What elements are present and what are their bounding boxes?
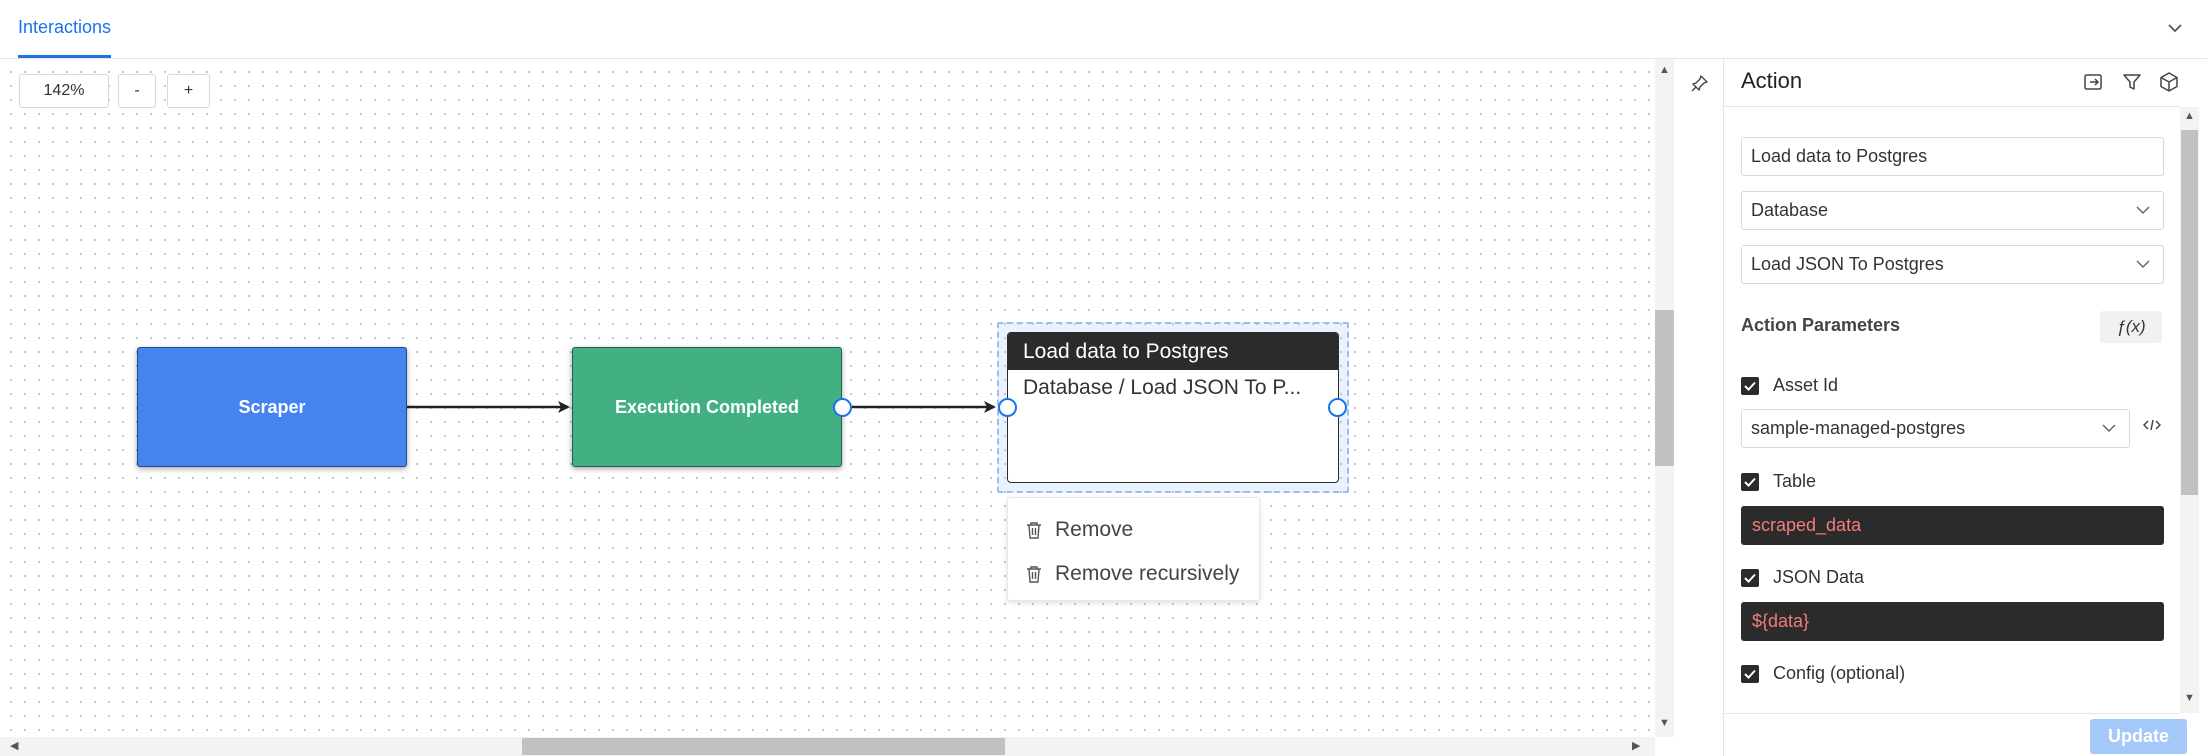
check-icon [1744,381,1756,391]
trash-icon [1027,566,1041,583]
pin-icon[interactable] [1690,73,1710,93]
json-data-checkbox[interactable] [1741,568,1759,587]
action-output-handle[interactable] [1328,398,1347,417]
check-icon [1744,573,1756,583]
panel-footer-divider [1724,713,2180,714]
check-icon [1744,669,1756,679]
asset-id-select[interactable]: sample-managed-postgres [1741,409,2130,448]
chevron-down-icon [2102,424,2116,433]
node-context-menu: Remove Remove recursively [1007,497,1260,601]
filter-icon[interactable] [2121,71,2143,93]
chevron-down-icon[interactable] [2165,18,2185,38]
action-operation-value: Load JSON To Postgres [1751,254,1944,274]
node-title: Load data to Postgres [1008,333,1338,370]
function-button[interactable]: ƒ(x) [2100,311,2162,343]
remove-recursively-menu-item[interactable]: Remove recursively [1008,552,1259,596]
action-type-value: Database [1751,200,1829,220]
panel-vertical-scroll-thumb[interactable] [2181,130,2198,495]
export-icon[interactable] [2082,71,2104,93]
table-checkbox[interactable] [1741,472,1759,491]
panel-header-divider [1724,106,2180,107]
scraper-node[interactable]: Scraper [137,347,407,467]
action-parameters-heading: Action Parameters [1741,315,1901,335]
json-data-label: JSON Data [1773,567,1865,587]
panel-gutter [1674,59,1724,756]
json-data-checkbox-row[interactable]: JSON Data [1741,567,1864,588]
remove-menu-item[interactable]: Remove [1008,508,1259,552]
node-subtitle: Database / Load JSON To P... [1023,376,1302,399]
canvas-vertical-scroll-thumb[interactable] [1655,310,1674,466]
panel-scroll-up-arrow-icon[interactable]: ▲ [2184,110,2195,122]
execution-output-handle[interactable] [833,398,852,417]
execution-completed-node[interactable]: Execution Completed [572,347,842,467]
action-input-handle[interactable] [998,398,1017,417]
chevron-down-icon [2136,260,2150,269]
config-label: Config (optional) [1773,663,1906,683]
cube-icon[interactable] [2158,71,2180,93]
remove-label: Remove [1055,518,1134,541]
table-label: Table [1773,471,1817,491]
asset-id-label: Asset Id [1773,375,1839,395]
load-data-node[interactable]: Load data to Postgres Database / Load JS… [1007,332,1339,483]
trash-icon [1027,522,1041,539]
action-name-input[interactable]: Load data to Postgres [1741,137,2164,176]
canvas-horizontal-scroll-thumb[interactable] [522,738,1005,755]
zoom-level-display: 142% [19,74,109,108]
action-type-select[interactable]: Database [1741,191,2164,230]
chevron-down-icon [2136,206,2150,215]
scroll-right-arrow-icon[interactable]: ▶ [1632,740,1641,752]
config-checkbox-row[interactable]: Config (optional) [1741,663,1905,684]
scroll-left-arrow-icon[interactable]: ◀ [10,740,19,752]
asset-id-value: sample-managed-postgres [1751,418,1966,438]
zoom-in-button[interactable]: + [167,74,210,108]
top-tab-bar: Interactions [0,0,2207,59]
update-button[interactable]: Update [2090,719,2187,754]
action-operation-select[interactable]: Load JSON To Postgres [1741,245,2164,284]
zoom-out-button[interactable]: - [118,74,156,108]
asset-id-checkbox[interactable] [1741,376,1759,395]
json-data-code-input[interactable]: ${data} [1741,602,2164,641]
tab-interactions[interactable]: Interactions [18,0,112,58]
code-icon[interactable] [2143,418,2161,432]
panel-title: Action [1741,68,1803,93]
check-icon [1744,477,1756,487]
asset-id-checkbox-row[interactable]: Asset Id [1741,375,1838,396]
panel-scroll-down-arrow-icon[interactable]: ▼ [2184,692,2195,704]
config-checkbox[interactable] [1741,664,1759,683]
remove-recursively-label: Remove recursively [1055,562,1240,585]
table-code-input[interactable]: scraped_data [1741,506,2164,545]
table-checkbox-row[interactable]: Table [1741,471,1816,492]
scroll-up-arrow-icon[interactable]: ▲ [1659,64,1670,76]
scroll-down-arrow-icon[interactable]: ▼ [1659,717,1670,729]
